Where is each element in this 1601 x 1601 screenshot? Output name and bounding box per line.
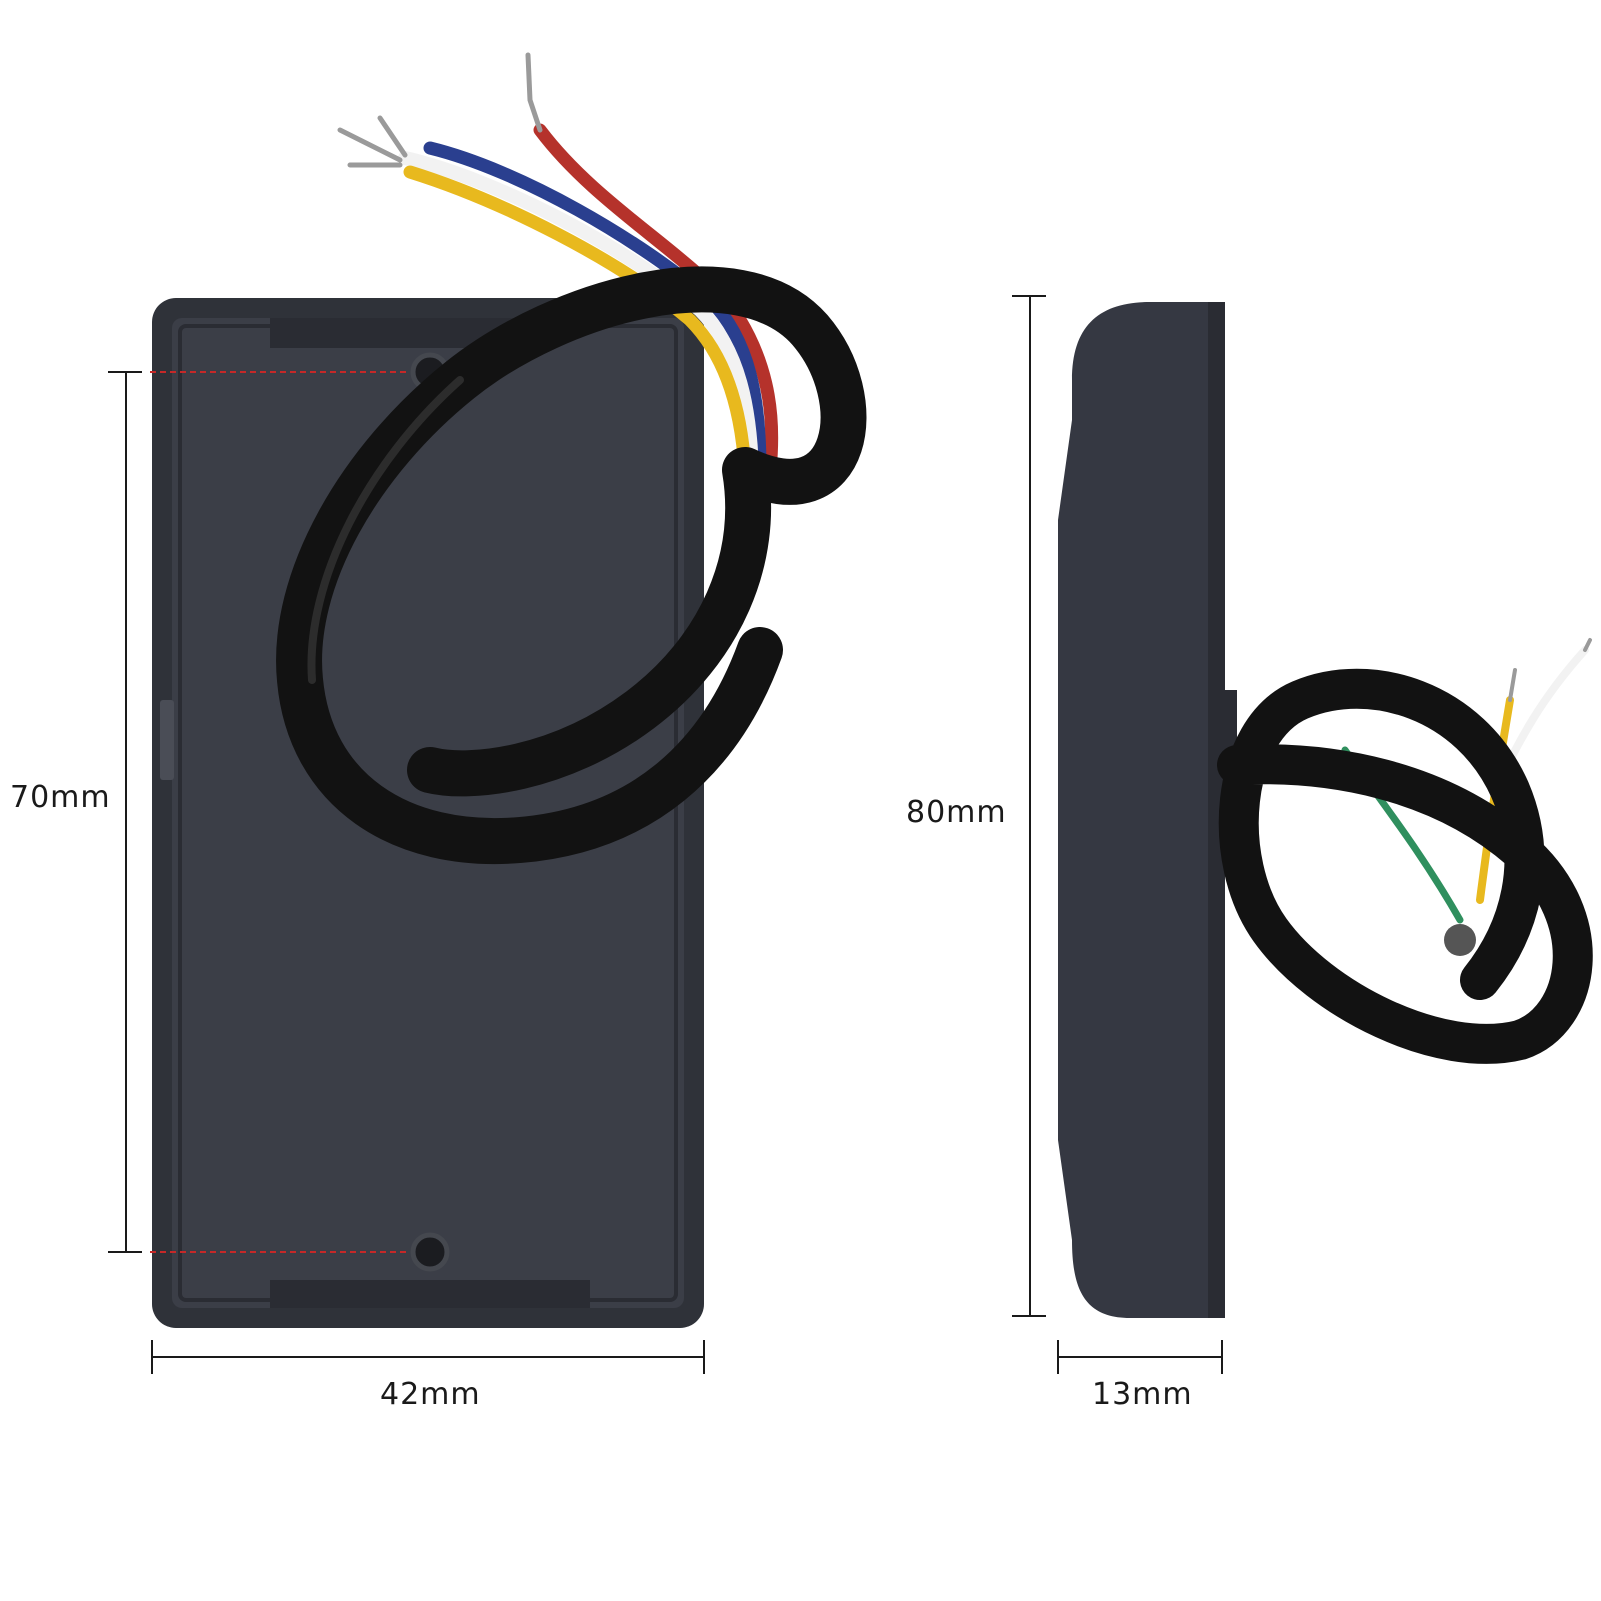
side-view: [1012, 295, 1593, 1374]
dim-80-line: [1012, 295, 1046, 1317]
back-view: [108, 52, 867, 1374]
dim-13-line: [1057, 1340, 1223, 1374]
wire-tips-bundle: [337, 115, 408, 168]
dim-42-line: [151, 1340, 705, 1374]
height-label: 80mm: [906, 795, 1007, 830]
cable-highlight: [307, 376, 464, 684]
width-label: 42mm: [380, 1377, 481, 1412]
side-tab: [160, 700, 174, 780]
side-cable: [1217, 668, 1593, 1064]
dim-70-line: [108, 371, 142, 1253]
bottom-screw-hole: [410, 1232, 450, 1272]
side-wire-tips: [1508, 638, 1592, 702]
thickness-label: 13mm: [1092, 1377, 1193, 1412]
side-housing: [1058, 302, 1225, 1318]
side-cable-ferrule: [1444, 924, 1476, 956]
cable-loop-outer: [276, 266, 867, 864]
side-cable-loop: [1217, 668, 1593, 1064]
back-cable: [276, 266, 867, 864]
wire-tip-red: [525, 52, 543, 133]
side-housing-edge: [1208, 302, 1225, 1318]
hole-spacing-label: 70mm: [10, 780, 111, 815]
bottom-notch: [270, 1280, 590, 1308]
